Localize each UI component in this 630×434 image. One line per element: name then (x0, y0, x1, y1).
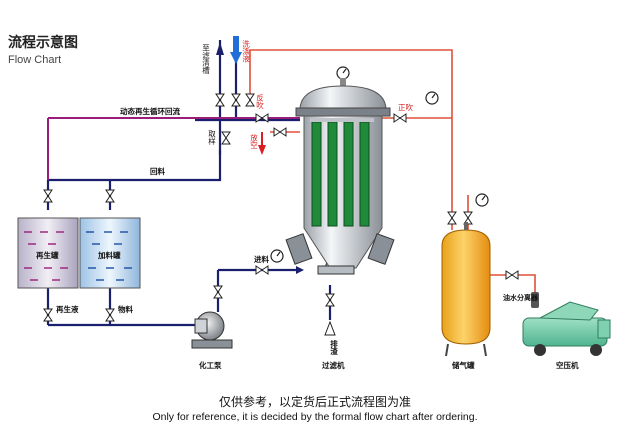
label-vent: 放空 (249, 133, 258, 150)
chem-pump-shape (191, 311, 233, 349)
label-air-tank: 储气罐 (452, 360, 475, 370)
label-feed-in: 进料 (254, 254, 269, 264)
label-regen-liquid: 再生液 (56, 304, 79, 314)
label-regen-tank: 再生罐 (36, 250, 59, 260)
label-backflush: 反吹 (255, 93, 264, 111)
label-sampling: 取样 (207, 130, 216, 147)
air-tank-shape (441, 222, 491, 357)
label-wash-liquid: 洗涤液 (241, 39, 250, 64)
label-chem-pump: 化工泵 (199, 360, 222, 370)
footer-note-cn: 仅供参考，以定货后正式流程图为准 (218, 395, 411, 409)
label-return: 回料 (150, 166, 165, 176)
label-air-compressor: 空压机 (556, 360, 579, 370)
label-to-filter-tank: 至滤清槽 (201, 44, 210, 76)
label-oil-water-sep: 油水分离器 (503, 293, 539, 302)
filter-vessel (285, 78, 395, 275)
label-dynamic-loop: 动态再生循环回流 (120, 106, 180, 116)
feed-tank (79, 217, 141, 289)
compressor-shape (522, 301, 611, 356)
flow-arrows (216, 36, 336, 336)
page-subtitle: Flow Chart (8, 54, 62, 66)
separator-shape (531, 292, 539, 308)
label-material: 物料 (118, 304, 133, 314)
label-discharge: 排渣 (329, 339, 338, 357)
label-blowdown: 正吹 (398, 102, 413, 112)
page-title: 流程示意图 (8, 35, 78, 51)
label-feed-tank: 加料罐 (97, 250, 121, 260)
valves[interactable] (43, 93, 519, 322)
regen-tank (17, 217, 79, 289)
footer-note-en: Only for reference, it is decided by the… (152, 411, 478, 423)
label-filter: 过滤机 (322, 360, 345, 370)
pipes-navy (46, 40, 332, 327)
pipes-red (249, 49, 536, 300)
